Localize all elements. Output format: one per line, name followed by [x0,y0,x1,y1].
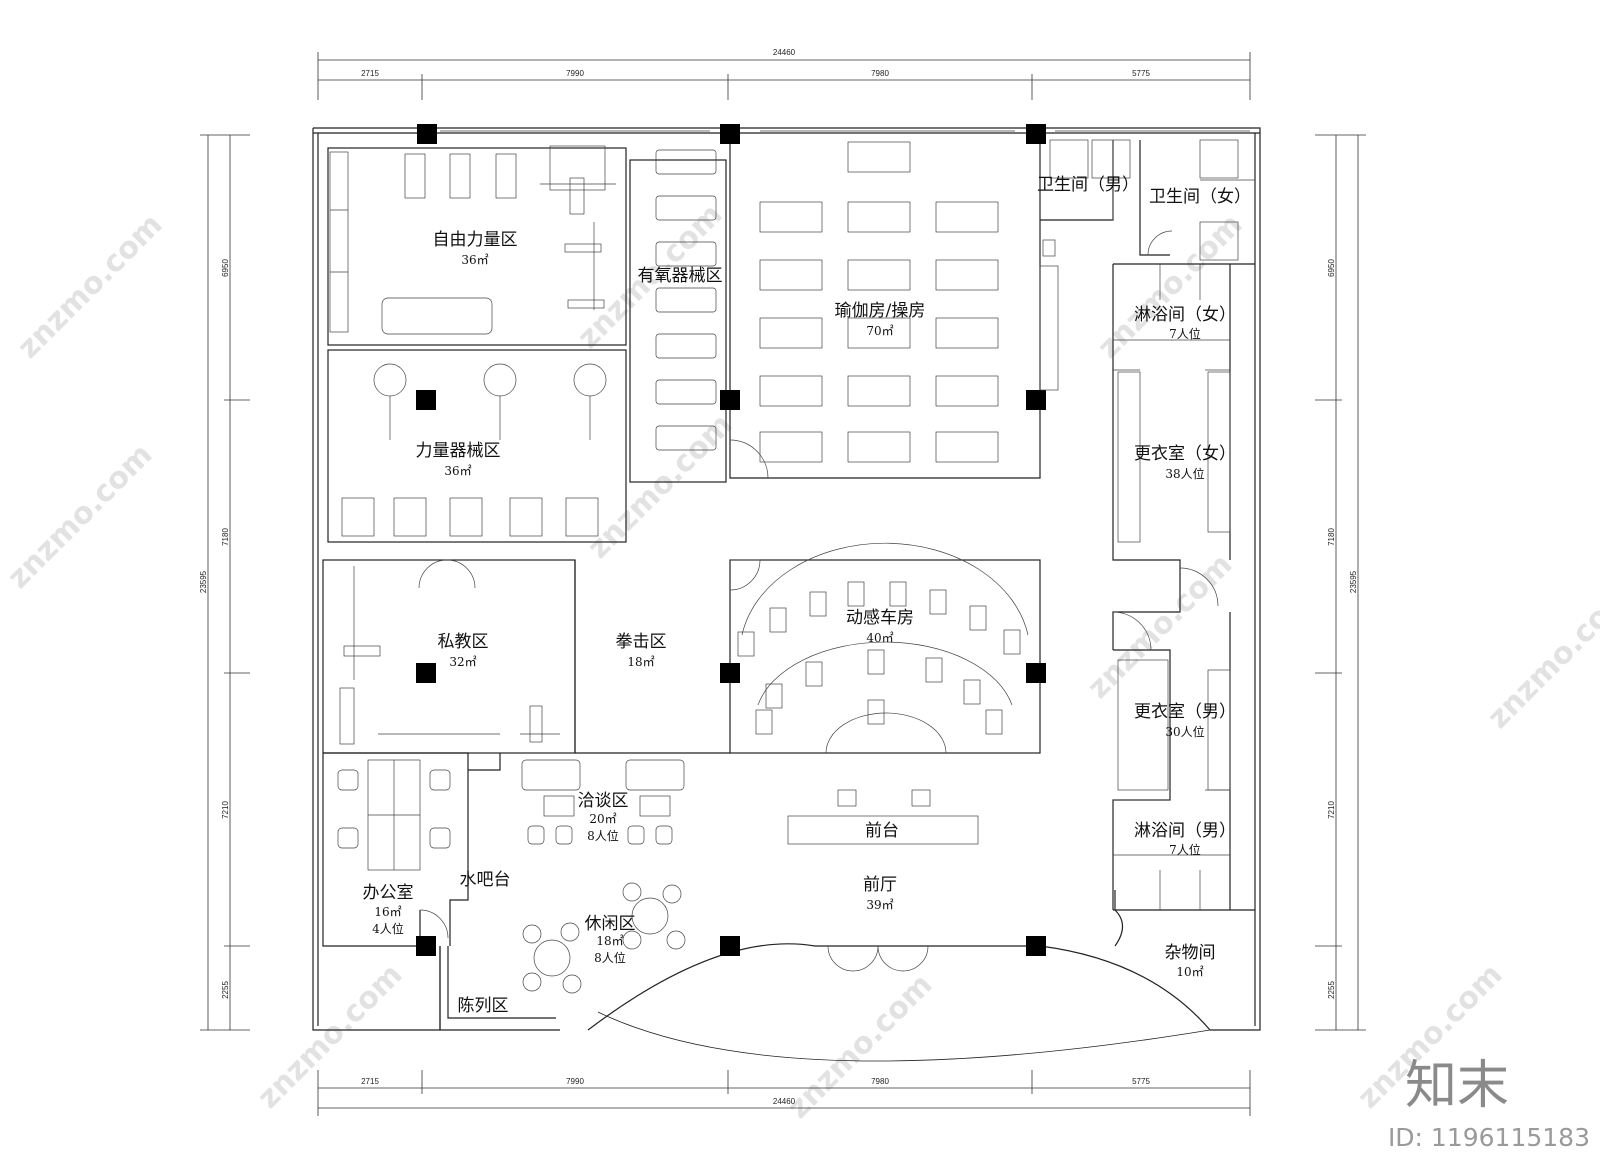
brand-watermark: 知末 [1405,1056,1509,1116]
room-area-lobby: 39㎡ [866,898,893,912]
room-capacity-lounge: 8人位 [594,950,626,965]
room-name-strength: 力量器械区 [416,441,501,461]
room-name-cardio: 有氧器械区 [638,266,723,286]
room-area-office: 16㎡ [374,905,401,919]
room-name-reception: 前台 [865,821,899,841]
watermark-text: znzmo.com [1481,577,1600,736]
personal-training-equipment [339,566,560,745]
room-name-shower-men: 淋浴间（男） [1134,821,1236,841]
dimension-left-3: 7210 [221,801,230,819]
image-id-text: ID: 1196115183 [1388,1123,1590,1152]
structural-columns [416,124,1046,956]
office-desks [337,759,451,871]
dimension-right-3: 7210 [1327,801,1336,819]
dimension-total-top: 24460 [773,48,796,57]
yoga-mats [759,141,1059,463]
room-name-wc-women: 卫生间（女） [1149,187,1251,207]
room-name-spinning: 动感车房 [846,608,914,628]
room-capacity-locker-men: 30人位 [1165,724,1204,739]
room-area-lounge: 18㎡ [596,934,623,948]
dimension-left-4: 2255 [221,981,230,999]
room-name-personal-training: 私教区 [438,632,489,652]
dimension-total-bottom: 24460 [773,1097,796,1106]
cardio-equipment [655,149,717,451]
room-name-shower-women: 淋浴间（女） [1134,305,1236,325]
room-capacity-office: 4人位 [372,921,404,936]
room-capacity-shower-women: 7人位 [1169,326,1201,341]
dimensions-bottom [317,1070,1251,1116]
room-name-wc-men: 卫生间（男） [1037,175,1139,195]
room-name-lobby: 前厅 [863,875,897,895]
free-weight-equipment [329,145,616,335]
room-area-free-weights: 36㎡ [461,253,488,267]
toilet-fixtures [1042,139,1255,261]
room-name-lounge: 休闲区 [585,914,636,934]
strength-machines [341,363,607,537]
room-area-storage: 10㎡ [1176,965,1203,979]
shower-cubicles [1113,264,1230,910]
room-name-storage: 杂物间 [1165,943,1216,963]
dimension-top-3: 7980 [871,69,889,78]
room-name-display: 陈列区 [458,996,509,1016]
watermark-text: znzmo.com [781,967,940,1126]
watermark-text: znzmo.com [11,207,170,366]
room-area-yoga: 70㎡ [866,324,893,338]
lounge-furniture [522,882,686,994]
dimension-top-2: 7990 [566,69,584,78]
room-area-negotiation: 20㎡ [589,812,616,826]
room-name-negotiation: 洽谈区 [578,791,629,811]
negotiation-furniture [521,759,685,845]
dimension-right-2: 7180 [1327,528,1336,546]
room-area-personal-training: 32㎡ [449,655,476,669]
room-area-boxing: 18㎡ [627,655,654,669]
spinning-bikes [737,542,1029,754]
room-capacity-shower-men: 7人位 [1169,842,1201,857]
room-capacity-locker-women: 38人位 [1165,466,1204,481]
dimension-right-1: 6950 [1327,259,1336,277]
dimension-bottom-3: 7980 [871,1077,889,1086]
dimension-left-total: 23595 [199,570,208,593]
dimensions-right [1315,134,1366,1031]
room-name-locker-women: 更衣室（女） [1134,444,1236,464]
room-name-yoga: 瑜伽房/操房 [835,301,926,321]
outer-walls [312,127,1261,1062]
dimension-right-total: 23595 [1349,570,1358,593]
dimensions-top [317,52,1251,100]
room-name-office: 办公室 [363,883,414,903]
room-area-strength: 36㎡ [444,464,471,478]
watermark-text: znzmo.com [251,957,410,1116]
doors [418,230,1219,972]
room-name-free-weights: 自由力量区 [433,230,518,250]
room-area-spinning: 40㎡ [866,631,893,645]
watermark-text: znzmo.com [1,437,160,596]
room-name-bar: 水吧台 [460,870,511,890]
dimension-bottom-2: 7990 [566,1077,584,1086]
room-labels: 自由力量区 36㎡ 有氧器械区 瑜伽房/操房 70㎡ 卫生间（男） 卫生间（女）… [363,175,1252,1016]
dimension-bottom-1: 2715 [361,1077,379,1086]
dimension-left-1: 6950 [221,259,230,277]
room-name-boxing: 拳击区 [616,632,667,652]
interior-walls [322,140,1255,1031]
dimension-right-4: 2255 [1327,981,1336,999]
lockers [1117,371,1231,791]
room-capacity-negotiation: 8人位 [587,828,619,843]
watermark-text: znzmo.com [1081,547,1240,706]
dimensions-left [200,134,250,1031]
dimension-bottom-4: 5775 [1132,1077,1150,1086]
room-name-locker-men: 更衣室（男） [1134,702,1236,722]
dimension-left-2: 7180 [221,528,230,546]
dimension-top-4: 5775 [1132,69,1150,78]
dimension-top-1: 2715 [361,69,379,78]
reception-furniture [787,789,979,845]
